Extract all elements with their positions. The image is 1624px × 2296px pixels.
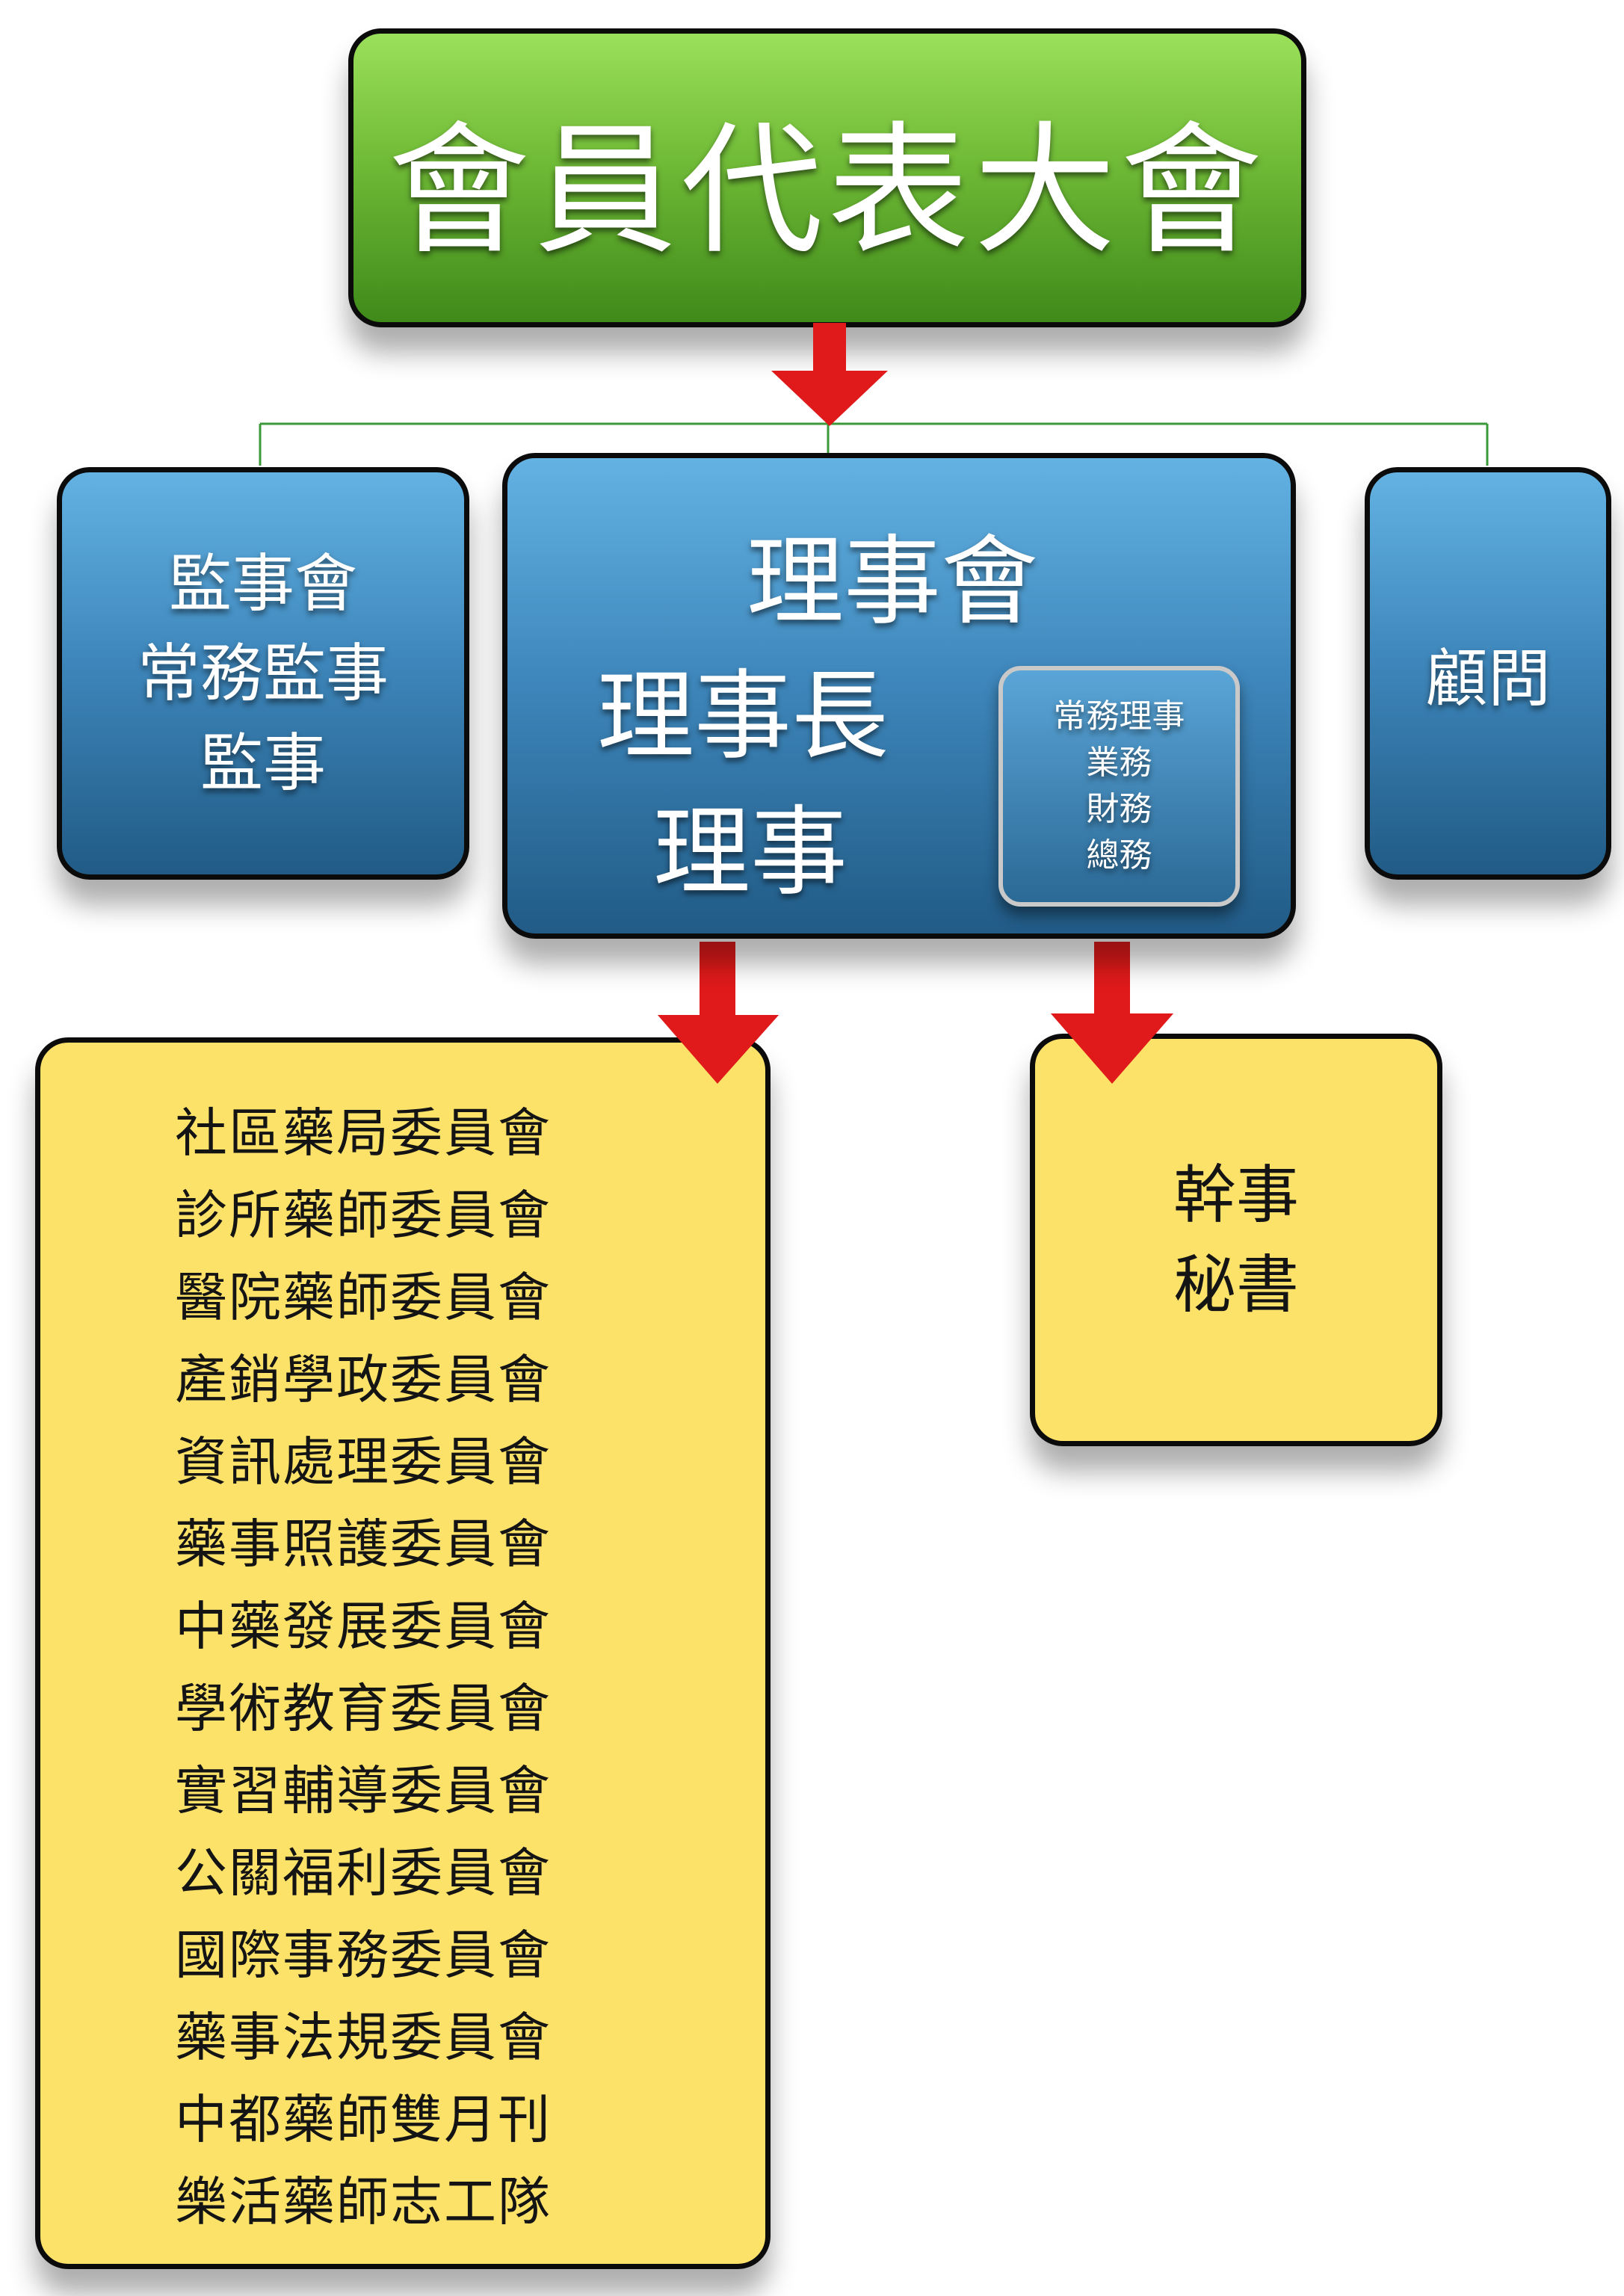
supervisors-line: 常務監事 xyxy=(137,637,389,710)
committee-item: 中藥發展委員會 xyxy=(175,1596,552,1657)
committee-item: 醫院藥師委員會 xyxy=(175,1267,552,1328)
committee-item: 實習輔導委員會 xyxy=(175,1760,552,1821)
officer-item: 總務 xyxy=(1086,836,1152,874)
arrow-down-icon xyxy=(1051,1013,1173,1084)
general-assembly-box: 會員代表大會 xyxy=(348,28,1306,327)
committee-item: 產銷學政委員會 xyxy=(175,1349,552,1410)
staff-line: 幹事 xyxy=(1173,1158,1299,1232)
committees-box: 社區藥局委員會 診所藥師委員會 醫院藥師委員會 產銷學政委員會 資訊處理委員會 … xyxy=(35,1037,771,2269)
committee-item: 樂活藥師志工隊 xyxy=(175,2171,552,2232)
committee-item: 資訊處理委員會 xyxy=(175,1431,552,1493)
board-director: 理事 xyxy=(653,795,848,909)
supervisors-box: 監事會 常務監事 監事 xyxy=(57,467,469,880)
committee-item: 公關福利委員會 xyxy=(175,1842,552,1904)
supervisors-line: 監事 xyxy=(200,726,326,800)
advisor-label: 顧問 xyxy=(1424,641,1551,715)
arrow-down-icon xyxy=(658,1015,779,1084)
officer-item: 業務 xyxy=(1086,744,1152,782)
committee-list: 社區藥局委員會 診所藥師委員會 醫院藥師委員會 產銷學政委員會 資訊處理委員會 … xyxy=(175,1092,552,2243)
committee-item: 學術教育委員會 xyxy=(175,1678,552,1739)
committee-item: 診所藥師委員會 xyxy=(175,1185,552,1246)
committee-item: 國際事務委員會 xyxy=(175,1925,552,1986)
supervisors-line: 監事會 xyxy=(168,547,357,620)
advisor-box: 顧問 xyxy=(1365,467,1611,880)
general-assembly-title: 會員代表大會 xyxy=(387,108,1267,274)
board-title: 理事會 xyxy=(747,525,1039,638)
arrow-down-icon xyxy=(771,323,888,426)
officer-item: 財務 xyxy=(1086,790,1152,828)
committee-item: 中都藥師雙月刊 xyxy=(175,2089,552,2150)
board-box: 理事會 理事長 理事 常務理事 業務 財務 總務 xyxy=(502,453,1296,939)
committee-item: 藥事法規委員會 xyxy=(175,2007,552,2068)
committee-item: 社區藥局委員會 xyxy=(175,1102,552,1164)
officer-item: 常務理事 xyxy=(1053,697,1185,735)
officers-box: 常務理事 業務 財務 總務 xyxy=(998,666,1240,907)
committee-item: 藥事照護委員會 xyxy=(175,1513,552,1575)
board-chairman: 理事長 xyxy=(597,659,889,773)
staff-line: 秘書 xyxy=(1173,1248,1299,1321)
staff-box: 幹事 秘書 xyxy=(1030,1034,1442,1446)
